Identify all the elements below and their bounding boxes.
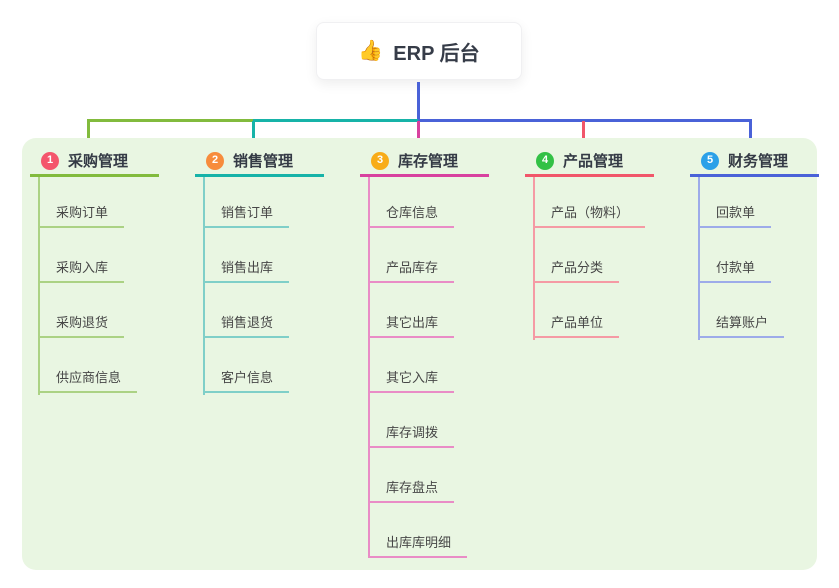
topic-node[interactable]: 销售订单 xyxy=(203,202,290,228)
branch-spine-connector xyxy=(698,177,700,340)
connector-bus-right xyxy=(418,119,752,122)
connector-drop-branch-2 xyxy=(252,121,255,147)
topic-node[interactable]: 库存调拨 xyxy=(368,422,455,448)
connector-bus-middle xyxy=(253,119,418,122)
branch-label: 销售管理 xyxy=(233,153,294,170)
branch-label: 产品管理 xyxy=(563,153,624,170)
topic-node[interactable]: 销售出库 xyxy=(203,257,290,283)
connector-root-drop xyxy=(417,82,420,121)
branch-header-product[interactable]: 4 产品管理 xyxy=(525,147,654,177)
branch-header-inventory[interactable]: 3 库存管理 xyxy=(360,147,489,177)
connector-drop-branch-4 xyxy=(582,121,585,147)
topic-node[interactable]: 产品（物料） xyxy=(533,202,646,228)
branch-spine-connector xyxy=(533,177,535,340)
branch-label: 财务管理 xyxy=(728,153,789,170)
branch-label: 采购管理 xyxy=(68,153,129,170)
branch-number-badge: 1 xyxy=(41,151,59,170)
branch-number-badge: 3 xyxy=(371,151,389,170)
topic-node[interactable]: 销售退货 xyxy=(203,312,290,338)
branch-spine-connector xyxy=(203,177,205,395)
connector-drop-branch-1 xyxy=(87,121,90,147)
topic-node[interactable]: 供应商信息 xyxy=(38,367,138,393)
root-node[interactable]: 👍 ERP 后台 xyxy=(316,22,522,80)
branch-header-finance[interactable]: 5 财务管理 xyxy=(690,147,819,177)
branch-spine-connector xyxy=(38,177,40,395)
branch-header-purchase[interactable]: 1 采购管理 xyxy=(30,147,159,177)
connector-bus-left xyxy=(87,119,253,122)
topic-node[interactable]: 其它出库 xyxy=(368,312,455,338)
topic-node[interactable]: 产品库存 xyxy=(368,257,455,283)
topic-node[interactable]: 采购退货 xyxy=(38,312,125,338)
thumbs-up-icon: 👍 xyxy=(358,40,384,62)
topic-node[interactable]: 回款单 xyxy=(698,202,772,228)
topic-node[interactable]: 付款单 xyxy=(698,257,772,283)
branch-header-sales[interactable]: 2 销售管理 xyxy=(195,147,324,177)
root-title: ERP 后台 xyxy=(393,42,480,65)
topic-node[interactable]: 产品单位 xyxy=(533,312,620,338)
topic-node[interactable]: 库存盘点 xyxy=(368,477,455,503)
branch-group-panel xyxy=(22,138,817,570)
branch-number-badge: 5 xyxy=(701,151,719,170)
topic-node[interactable]: 出库库明细 xyxy=(368,532,468,558)
topic-node[interactable]: 采购入库 xyxy=(38,257,125,283)
topic-node[interactable]: 采购订单 xyxy=(38,202,125,228)
branch-number-badge: 4 xyxy=(536,151,554,170)
topic-node[interactable]: 仓库信息 xyxy=(368,202,455,228)
branch-number-badge: 2 xyxy=(206,151,224,170)
connector-drop-branch-5 xyxy=(749,121,752,147)
topic-node[interactable]: 客户信息 xyxy=(203,367,290,393)
topic-node[interactable]: 产品分类 xyxy=(533,257,620,283)
topic-node[interactable]: 结算账户 xyxy=(698,312,785,338)
topic-node[interactable]: 其它入库 xyxy=(368,367,455,393)
connector-drop-branch-3 xyxy=(417,121,420,147)
branch-spine-connector xyxy=(368,177,370,558)
branch-label: 库存管理 xyxy=(398,153,459,170)
